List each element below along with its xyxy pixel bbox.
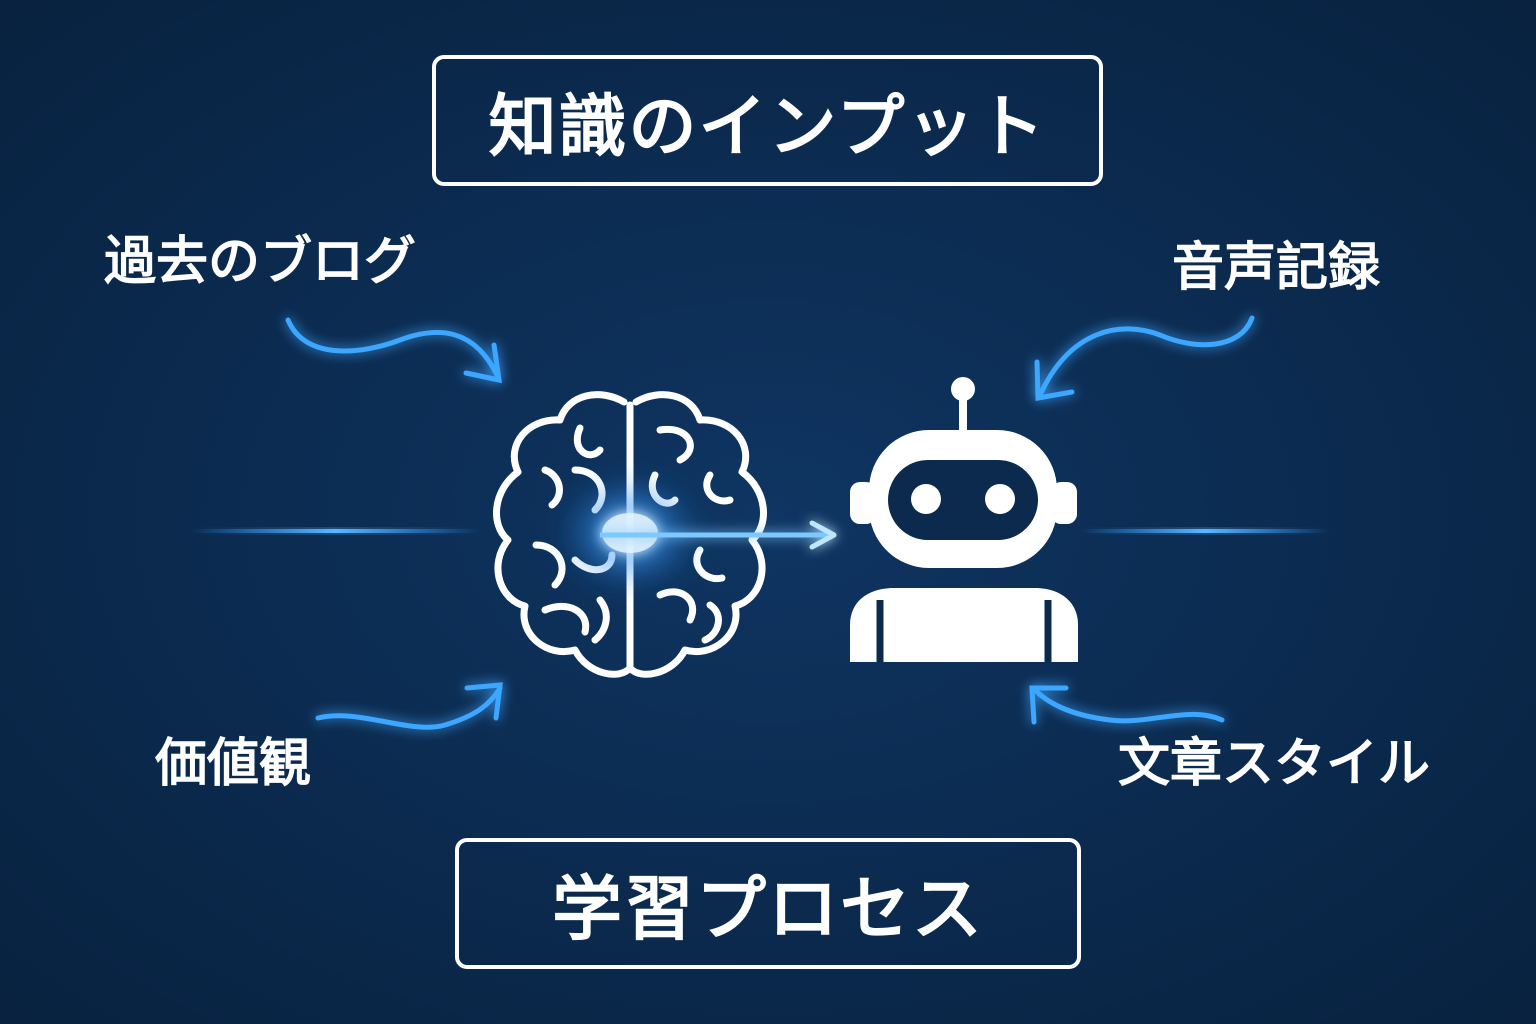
- left-glow-line: [190, 529, 480, 533]
- robot-icon: [850, 377, 1078, 662]
- connector-arrow: [600, 520, 837, 550]
- input-label-past-blogs: 過去のブログ: [104, 232, 417, 292]
- right-glow-line: [1080, 529, 1330, 533]
- arrow-bottom-left: [315, 682, 503, 730]
- footer-title: 学習プロセス: [455, 838, 1081, 969]
- input-label-values: 価値観: [155, 734, 312, 794]
- arrow-top-right: [1034, 315, 1255, 401]
- input-label-voice-records: 音声記録: [1172, 238, 1381, 298]
- header-title: 知識のインプット: [432, 55, 1103, 186]
- arrow-top-left: [285, 317, 502, 384]
- input-label-writing-style: 文章スタイル: [1118, 734, 1431, 794]
- arrow-bottom-right: [1029, 685, 1225, 725]
